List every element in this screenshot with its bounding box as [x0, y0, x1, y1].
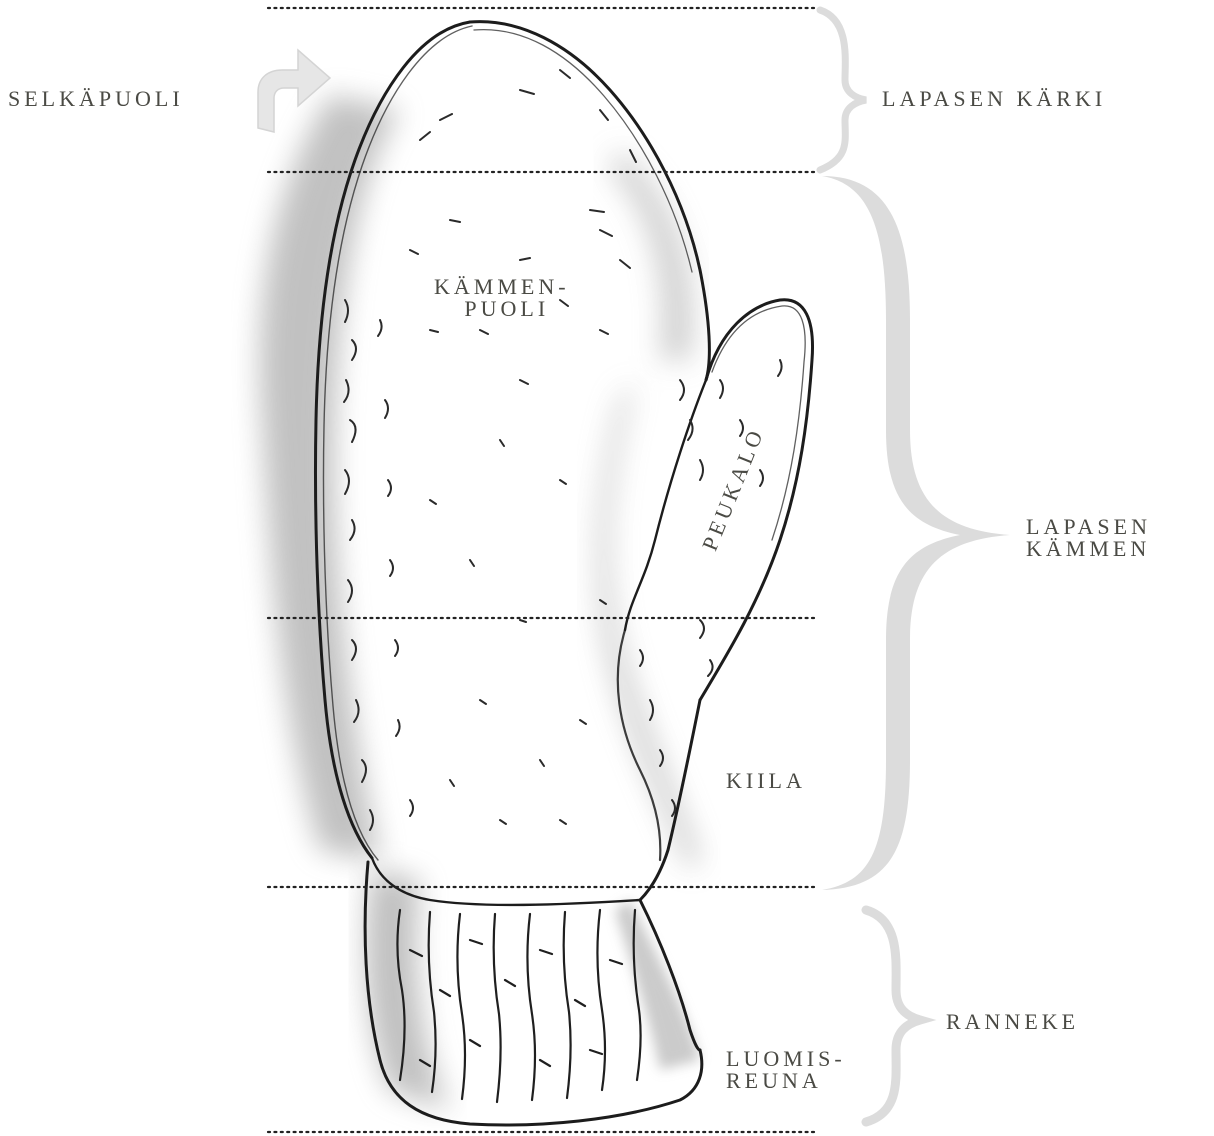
label-mitten-palm-line-1: LAPASEN — [1026, 516, 1151, 538]
cuff-ribbing — [397, 910, 640, 1102]
label-cast-on-edge-line-1: LUOMIS- — [726, 1048, 846, 1070]
knit-texture — [344, 70, 782, 830]
brace-mitten-palm — [822, 176, 1010, 890]
label-cuff: RANNEKE — [946, 1011, 1079, 1033]
label-mitten-palm-line-2: KÄMMEN — [1026, 538, 1151, 560]
label-cast-on-edge-line-2: REUNA — [726, 1070, 846, 1092]
label-gusset: KIILA — [726, 770, 806, 792]
label-cast-on-edge: LUOMIS- REUNA — [726, 1048, 846, 1092]
brace-mitten-tip — [820, 10, 866, 170]
brace-cuff — [866, 910, 920, 1122]
label-back-side: SELKÄPUOLI — [8, 88, 184, 110]
label-mitten-palm: LAPASEN KÄMMEN — [1026, 516, 1151, 560]
label-palm-side: KÄMMEN- PUOLI — [434, 276, 570, 320]
label-palm-side-line-1: KÄMMEN- — [434, 276, 570, 298]
label-palm-side-line-2: PUOLI — [434, 298, 570, 320]
label-mitten-tip: LAPASEN KÄRKI — [882, 88, 1106, 110]
